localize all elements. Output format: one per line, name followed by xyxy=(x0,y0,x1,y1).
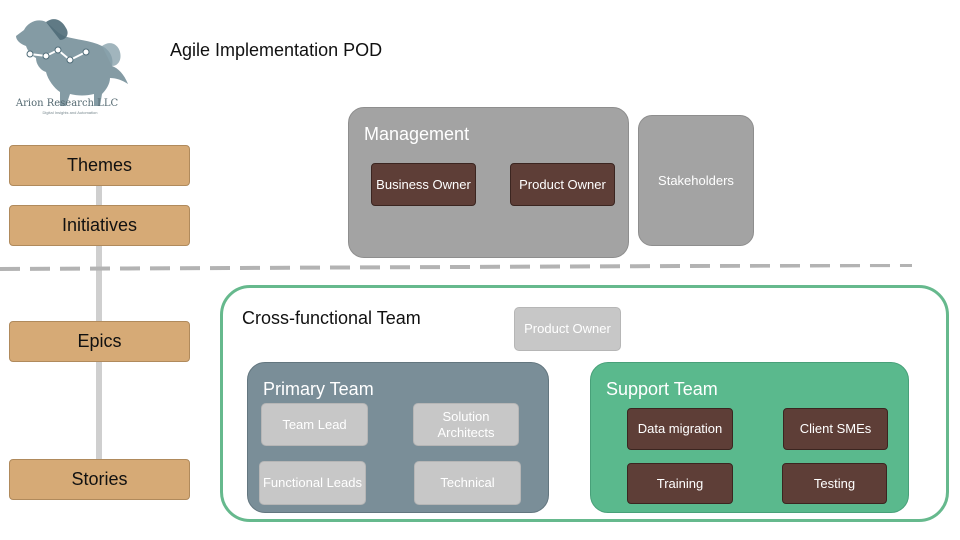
page-title: Agile Implementation POD xyxy=(170,40,383,60)
horse-icon xyxy=(16,19,128,107)
company-tagline: Digital Insights and Automation xyxy=(42,110,98,115)
testing-box: Testing xyxy=(782,463,887,504)
support-team-title: Support Team xyxy=(606,379,718,399)
data-migration-box: Data migration xyxy=(627,408,733,450)
primary-team-title: Primary Team xyxy=(263,379,374,399)
company-name: Arion Research LLC xyxy=(15,98,119,109)
level-epics: Epics xyxy=(9,321,190,362)
level-stories: Stories xyxy=(9,459,190,500)
solution-architects-box: Solution Architects xyxy=(413,403,519,446)
business-owner-box: Business Owner xyxy=(371,163,476,206)
stakeholders-box: Stakeholders xyxy=(638,115,754,246)
training-box: Training xyxy=(627,463,733,504)
client-smes-box: Client SMEs xyxy=(783,408,888,450)
cross-functional-title: Cross-functional Team xyxy=(242,308,421,328)
team-lead-box: Team Lead xyxy=(261,403,368,446)
level-initiatives: Initiatives xyxy=(9,205,190,246)
cft-product-owner-box: Product Owner xyxy=(514,307,621,351)
product-owner-box: Product Owner xyxy=(510,163,615,206)
dashed-divider xyxy=(0,264,913,271)
level-themes: Themes xyxy=(9,145,190,186)
management-title: Management xyxy=(364,124,470,144)
functional-leads-box: Functional Leads xyxy=(259,461,366,505)
technical-box: Technical xyxy=(414,461,521,505)
